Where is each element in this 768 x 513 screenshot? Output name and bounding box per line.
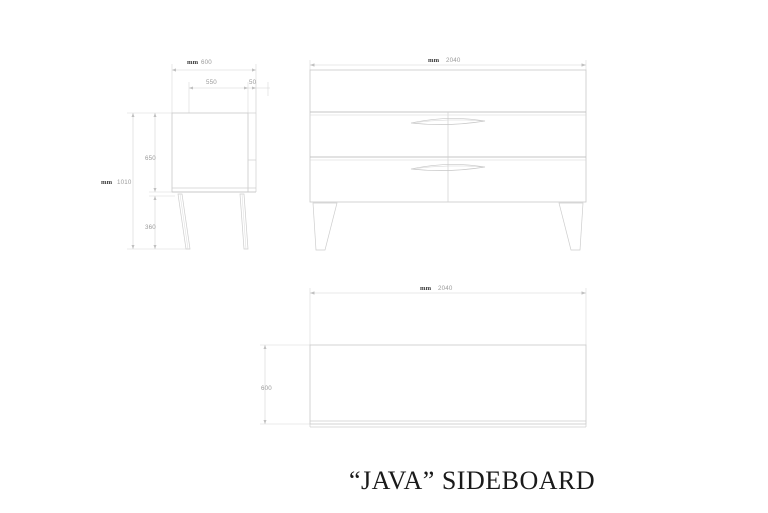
dim-label-front-width-unit: mm	[428, 57, 440, 64]
dim-label-plan-width-unit: mm	[420, 285, 432, 292]
drawer-handle-lower	[410, 164, 486, 171]
dim-label-side-leg-height: 360	[145, 224, 156, 231]
front-elevation-view: mm 2040	[309, 57, 587, 251]
dimension-plan-overall-depth: 600	[260, 344, 310, 425]
dim-label-side-depth-unit: mm	[187, 59, 199, 66]
dim-label-side-height-value: 1010	[117, 179, 132, 186]
side-legs	[177, 193, 249, 250]
front-leg-right	[558, 202, 584, 251]
dimension-plan-overall-width: mm 2040	[309, 285, 587, 345]
dim-label-side-height-unit: mm	[101, 179, 113, 186]
plan-view: mm 2040 600	[260, 285, 587, 428]
dim-label-side-panel-offset: 50	[249, 79, 257, 86]
plan-top-outline	[309, 344, 587, 428]
side-carcass-body	[171, 112, 257, 193]
dim-label-side-body-depth: 550	[206, 79, 217, 86]
dim-label-front-width-value: 2040	[446, 57, 461, 64]
dimension-side-carcass-height: 650	[145, 113, 157, 192]
dim-label-side-carcass-height: 650	[145, 155, 156, 162]
dim-label-side-depth-value: 600	[201, 59, 212, 66]
drawing-title: “JAVA” SIDEBOARD	[349, 466, 595, 495]
dimension-side-body-depth: 550	[188, 79, 249, 113]
dim-label-plan-depth: 600	[261, 385, 272, 392]
dim-label-plan-width-value: 2040	[438, 285, 453, 292]
dimension-side-panel-offset: 50	[248, 79, 270, 113]
dimension-side-overall-height: mm 1010	[101, 112, 190, 250]
drawer-handle-upper	[410, 118, 486, 125]
side-elevation-view: mm 600 550 50	[101, 59, 270, 250]
dimension-side-overall-depth: mm 600	[171, 59, 257, 113]
dimension-front-overall-width: mm 2040	[309, 57, 587, 70]
front-leg-left	[312, 202, 338, 251]
front-carcass-body	[309, 69, 587, 203]
